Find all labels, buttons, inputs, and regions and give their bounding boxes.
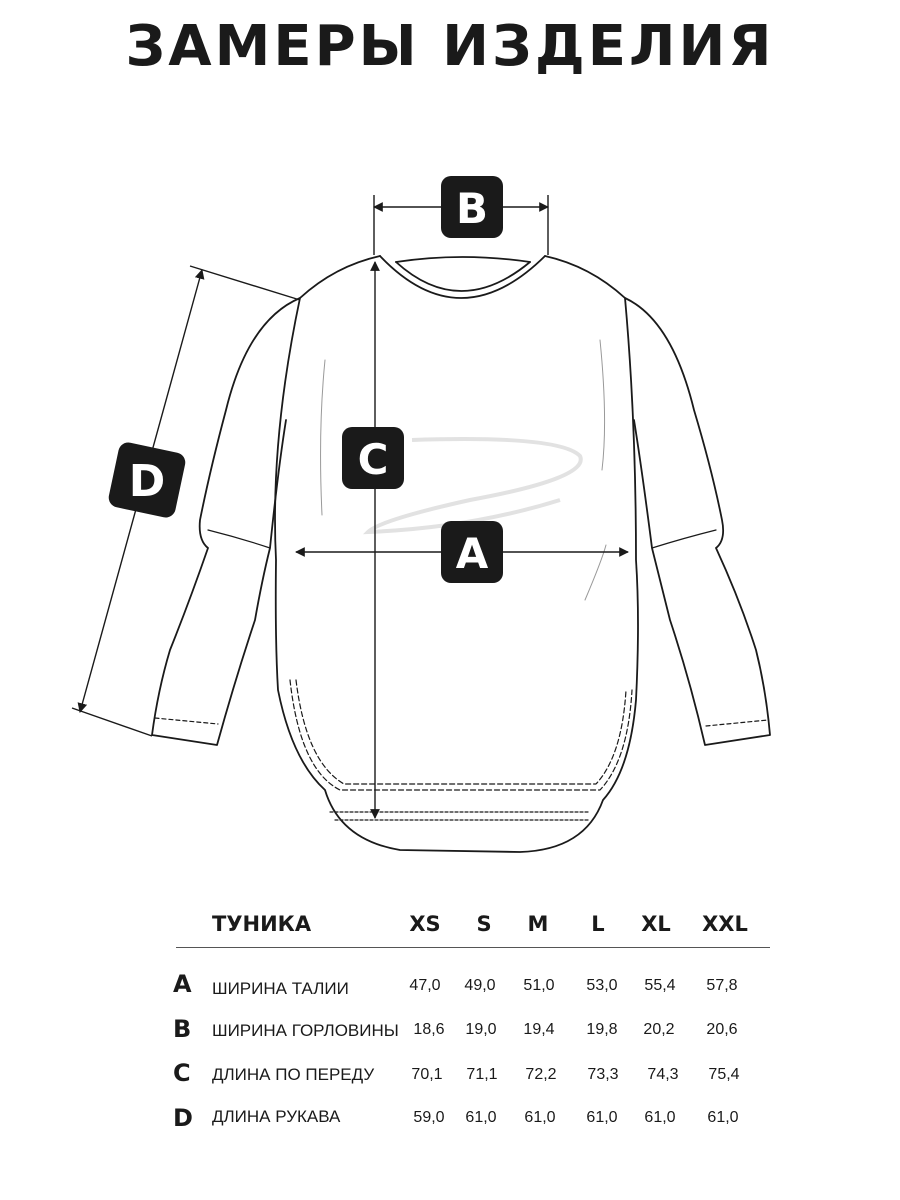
marker-c: C bbox=[342, 427, 404, 489]
row-a-xxl: 57,8 bbox=[706, 977, 738, 994]
row-c-m: 72,2 bbox=[525, 1066, 557, 1083]
row-b-letter: B bbox=[173, 1015, 192, 1043]
row-b-label: ШИРИНА ГОРЛОВИНЫ bbox=[212, 1021, 399, 1040]
row-a-m: 51,0 bbox=[523, 977, 555, 994]
marker-b-label: B bbox=[456, 184, 488, 233]
neckline-back bbox=[395, 256, 531, 263]
row-b-xl: 20,2 bbox=[643, 1021, 675, 1038]
table-product-name: ТУНИКА bbox=[212, 912, 312, 936]
table-divider bbox=[176, 947, 770, 948]
row-b-m: 19,4 bbox=[523, 1021, 555, 1038]
marker-d-label: D bbox=[129, 456, 166, 507]
marker-b: B bbox=[441, 176, 503, 238]
size-header-xxl: XXL bbox=[702, 912, 748, 936]
fold-line-lower bbox=[584, 544, 607, 601]
tunic-diagram: B C A D bbox=[71, 176, 771, 853]
row-c-l: 73,3 bbox=[587, 1066, 619, 1083]
row-d-m: 61,0 bbox=[524, 1109, 556, 1126]
row-d-xs: 59,0 bbox=[413, 1109, 445, 1126]
neckline-outer bbox=[379, 255, 546, 299]
row-b-l: 19,8 bbox=[586, 1021, 618, 1038]
row-b-xs: 18,6 bbox=[413, 1021, 445, 1038]
row-d-xxl: 61,0 bbox=[707, 1109, 739, 1126]
page-title: ЗАМЕРЫ ИЗДЕЛИЯ bbox=[125, 14, 775, 79]
neckline-inner bbox=[395, 261, 531, 292]
row-a-label: ШИРИНА ТАЛИИ bbox=[212, 979, 349, 998]
row-a-letter: A bbox=[173, 970, 192, 998]
row-d-l: 61,0 bbox=[586, 1109, 618, 1126]
row-c-letter: C bbox=[173, 1059, 191, 1087]
right-cuff-line bbox=[651, 529, 717, 549]
row-c-xl: 74,3 bbox=[647, 1066, 679, 1083]
right-cuff-seam bbox=[705, 719, 769, 727]
row-c-xs: 70,1 bbox=[411, 1066, 443, 1083]
row-b-xxl: 20,6 bbox=[706, 1021, 738, 1038]
hem-stitch-inner bbox=[295, 679, 627, 785]
hem-stitch-outer bbox=[289, 679, 633, 791]
size-header-xl: XL bbox=[641, 912, 671, 936]
row-c-label: ДЛИНА ПО ПЕРЕДУ bbox=[212, 1065, 375, 1084]
row-a-l: 53,0 bbox=[586, 977, 618, 994]
row-a-xl: 55,4 bbox=[644, 977, 676, 994]
marker-a-label: A bbox=[456, 529, 489, 578]
marker-a: A bbox=[441, 521, 503, 583]
tunic-body bbox=[274, 255, 639, 853]
marker-c-label: C bbox=[358, 435, 389, 484]
size-header-xs: XS bbox=[409, 912, 441, 936]
row-c-xxl: 75,4 bbox=[708, 1066, 740, 1083]
fold-line-right bbox=[599, 339, 606, 471]
row-d-xl: 61,0 bbox=[644, 1109, 676, 1126]
measure-tick-d-top bbox=[189, 265, 301, 301]
fold-line-left bbox=[320, 359, 326, 516]
right-sleeve bbox=[624, 297, 771, 746]
row-d-label: ДЛИНА РУКАВА bbox=[212, 1107, 341, 1126]
size-header-s: S bbox=[476, 912, 492, 936]
size-header-m: M bbox=[527, 912, 549, 936]
left-cuff-seam bbox=[154, 717, 219, 725]
left-cuff-line bbox=[207, 529, 271, 549]
watermark-swoosh bbox=[362, 437, 583, 535]
measure-tick-d-bottom bbox=[71, 707, 153, 737]
size-header-l: L bbox=[591, 912, 605, 936]
row-d-letter: D bbox=[173, 1104, 193, 1132]
row-b-s: 19,0 bbox=[465, 1021, 497, 1038]
row-a-s: 49,0 bbox=[464, 977, 496, 994]
marker-d: D bbox=[108, 442, 186, 518]
row-c-s: 71,1 bbox=[466, 1066, 498, 1083]
row-d-s: 61,0 bbox=[465, 1109, 497, 1126]
row-a-xs: 47,0 bbox=[409, 977, 441, 994]
